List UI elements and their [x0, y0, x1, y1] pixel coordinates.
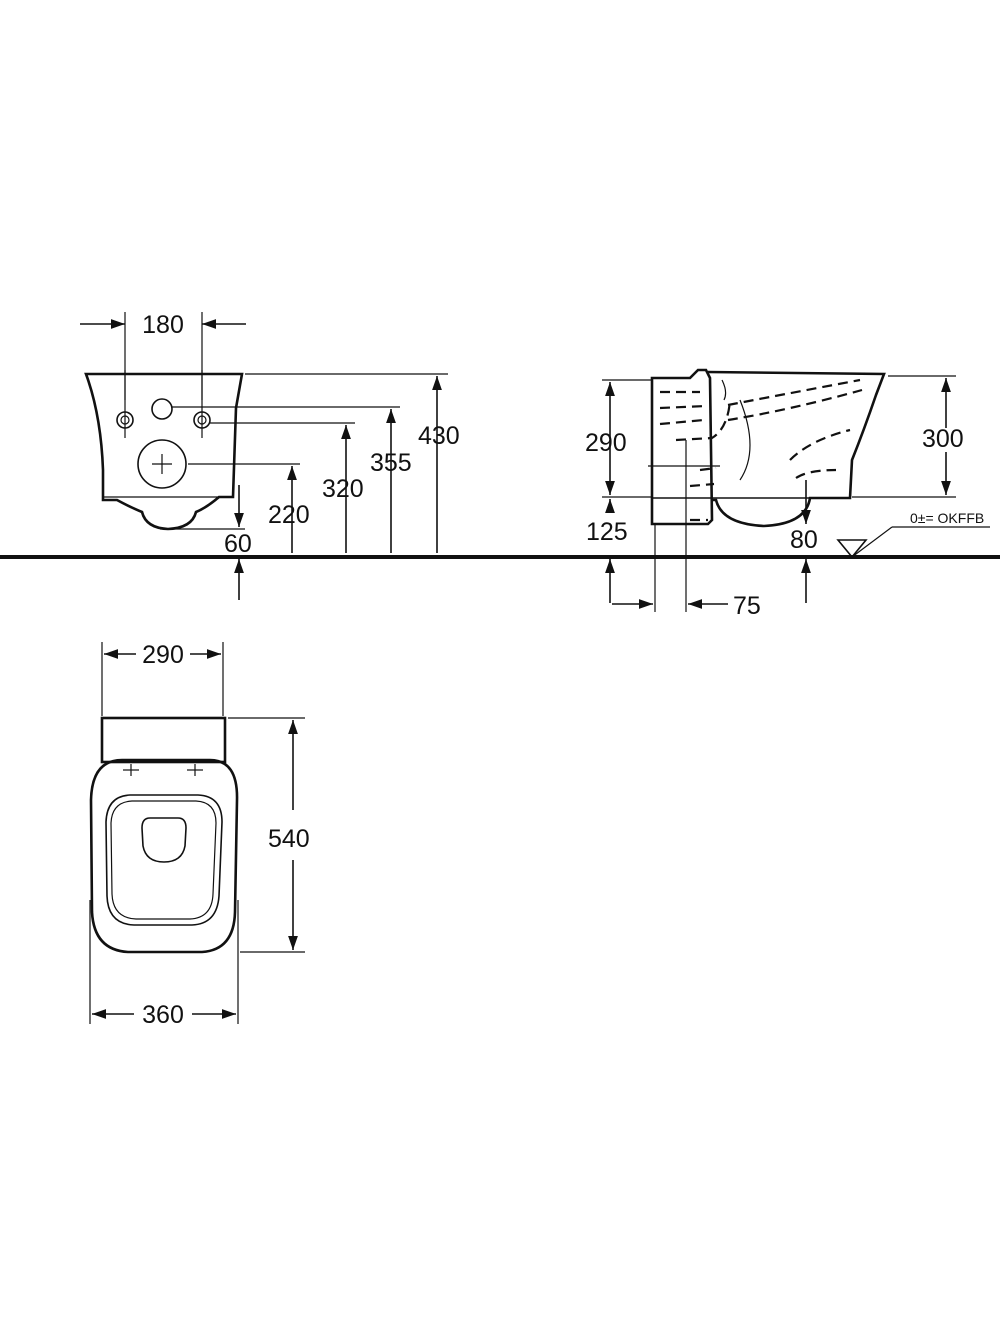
top-bowl-opening — [141, 817, 187, 863]
side-depth-75-label: 75 — [733, 592, 761, 620]
front-height-430-label: 430 — [418, 422, 460, 450]
side-bowl-outline — [707, 370, 886, 528]
top-width-360-label: 360 — [142, 1001, 184, 1029]
side-height-290-label: 290 — [585, 429, 627, 457]
front-height-320-label: 320 — [322, 475, 364, 503]
front-width-180-label: 180 — [142, 311, 184, 339]
side-view: 290 125 300 80 75 0±= OKFFB — [585, 368, 990, 620]
front-height-60-label: 60 — [224, 530, 252, 558]
top-depth-540-label: 540 — [268, 825, 310, 853]
front-water-inlet — [151, 398, 173, 420]
front-height-220-label: 220 — [268, 501, 310, 529]
side-height-300-label: 300 — [922, 425, 964, 453]
top-view: 290 540 360 — [89, 641, 310, 1029]
side-height-80-label: 80 — [790, 526, 818, 554]
side-hidden-lines — [659, 378, 863, 522]
front-bowl-outline — [84, 372, 244, 531]
top-seat-inner — [105, 794, 223, 926]
floor-reference-label: 0±= OKFFB — [910, 510, 984, 526]
side-back-flange — [650, 368, 714, 526]
front-height-355-label: 355 — [370, 449, 412, 477]
top-back-block — [100, 716, 227, 764]
front-view: 180 430 355 320 220 60 — [80, 311, 460, 600]
top-seat-outer — [89, 758, 239, 954]
floor-level-symbol — [836, 526, 990, 559]
side-height-125-label: 125 — [586, 518, 628, 546]
front-waste-outlet — [137, 439, 187, 489]
top-width-290-label: 290 — [142, 641, 184, 669]
